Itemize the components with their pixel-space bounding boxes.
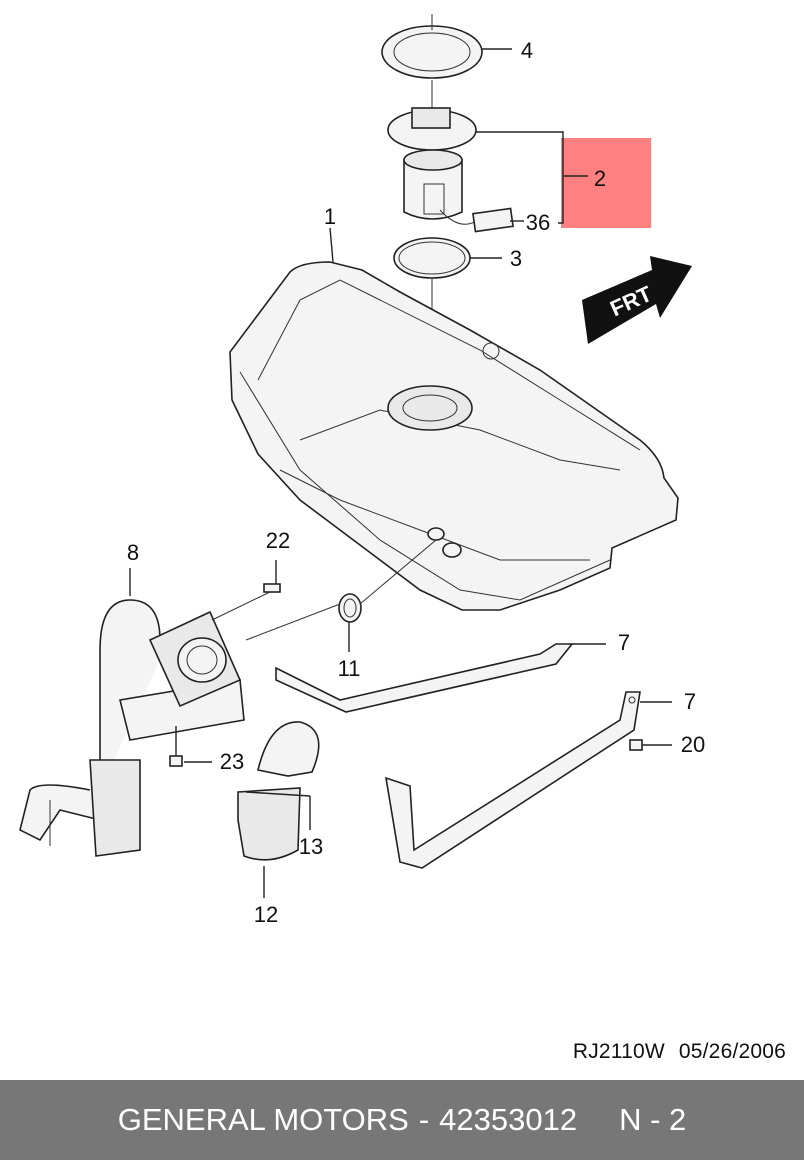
drawing-reference: RJ2110W 05/26/2006 [573, 1040, 786, 1064]
callout-1: 1 [324, 204, 336, 229]
callout-8: 8 [127, 540, 139, 565]
callout-13: 13 [299, 834, 323, 859]
front-direction-arrow: FRT [582, 256, 692, 344]
footer-page: N - 2 [619, 1102, 687, 1137]
callout-3: 3 [510, 246, 522, 271]
lock-ring-part [381, 14, 483, 79]
hose-clamp-part [245, 539, 437, 641]
callout-22: 22 [266, 528, 290, 553]
fuel-tank-part [229, 261, 679, 611]
nut-20-part [629, 739, 643, 751]
callout-23: 23 [220, 749, 244, 774]
callout-12: 12 [254, 902, 278, 927]
tank-strap-upper-part [275, 643, 574, 713]
callout-36: 36 [526, 210, 550, 235]
heat-shield-part [237, 721, 320, 861]
callout-4: 4 [521, 38, 533, 63]
drawing-date: 05/26/2006 [678, 1040, 786, 1063]
footer-separator: - [418, 1102, 430, 1137]
tank-strap-lower-part [384, 691, 641, 869]
footer-part-number: 42353012 [439, 1102, 578, 1137]
bolt-22-part [211, 560, 281, 621]
part-2-highlight [561, 138, 651, 228]
screw-23-part [169, 726, 183, 767]
filler-neck-pipe-part [19, 599, 245, 857]
callout-7-lower: 7 [684, 689, 696, 714]
o-ring-part [393, 237, 471, 279]
callout-2: 2 [594, 166, 606, 191]
callout-11: 11 [338, 656, 361, 681]
fuel-system-exploded-diagram: FRT [19, 14, 705, 927]
footer-brand: GENERAL MOTORS [117, 1102, 409, 1137]
clip-13-part [245, 791, 311, 830]
footer-bar: GENERAL MOTORS - 42353012 N - 2 [0, 1080, 804, 1160]
callout-7-upper: 7 [618, 630, 630, 655]
drawing-code: RJ2110W [572, 1040, 665, 1063]
callout-20: 20 [681, 732, 705, 757]
fuel-pump-module-part [387, 80, 514, 233]
